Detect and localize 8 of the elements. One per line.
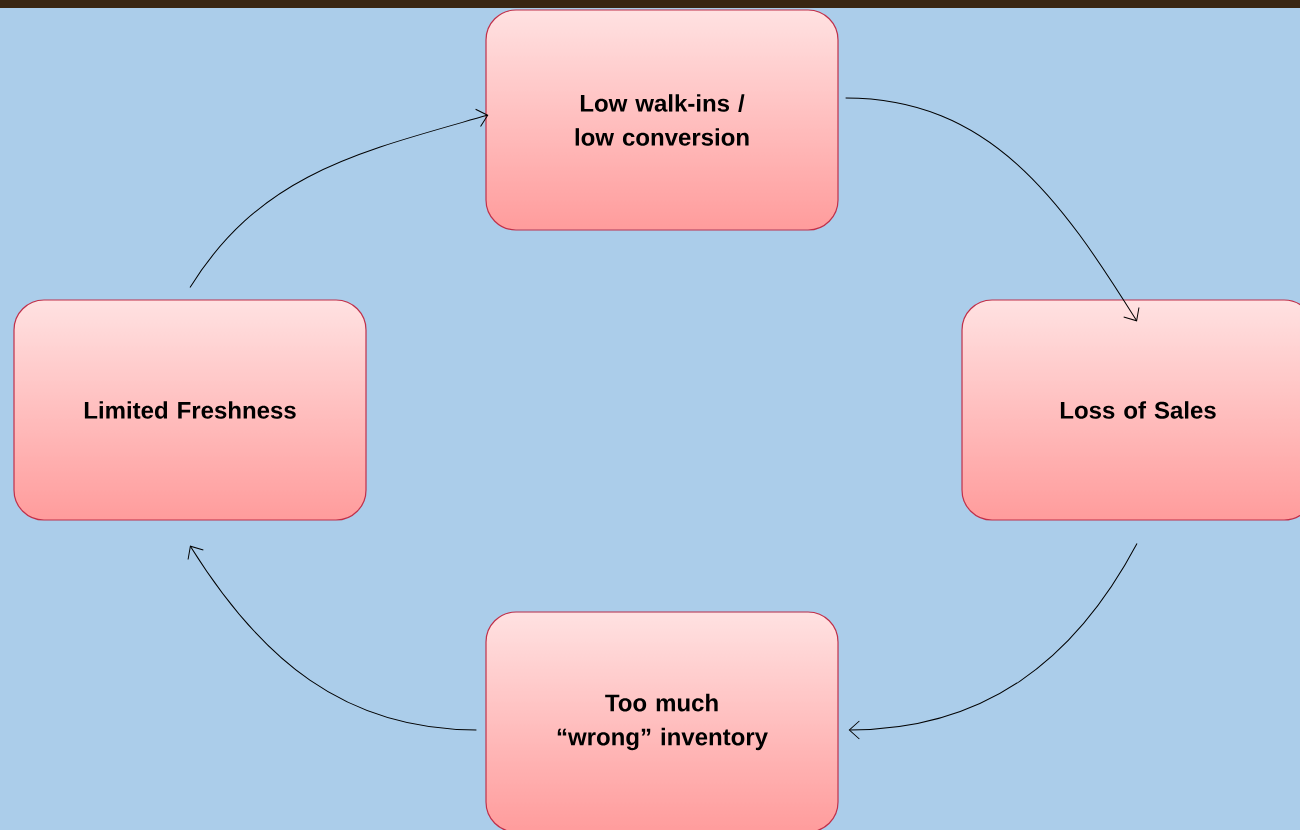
arrow <box>848 543 1138 740</box>
process-box: Low walk-ins / low conversion <box>485 9 839 231</box>
arrow <box>845 97 1140 322</box>
arrow <box>189 108 489 288</box>
process-box: Loss of Sales <box>961 299 1300 521</box>
process-box: Limited Freshness <box>13 299 367 521</box>
arrow <box>187 545 477 731</box>
process-box: Too much “wrong” inventory <box>485 611 839 830</box>
